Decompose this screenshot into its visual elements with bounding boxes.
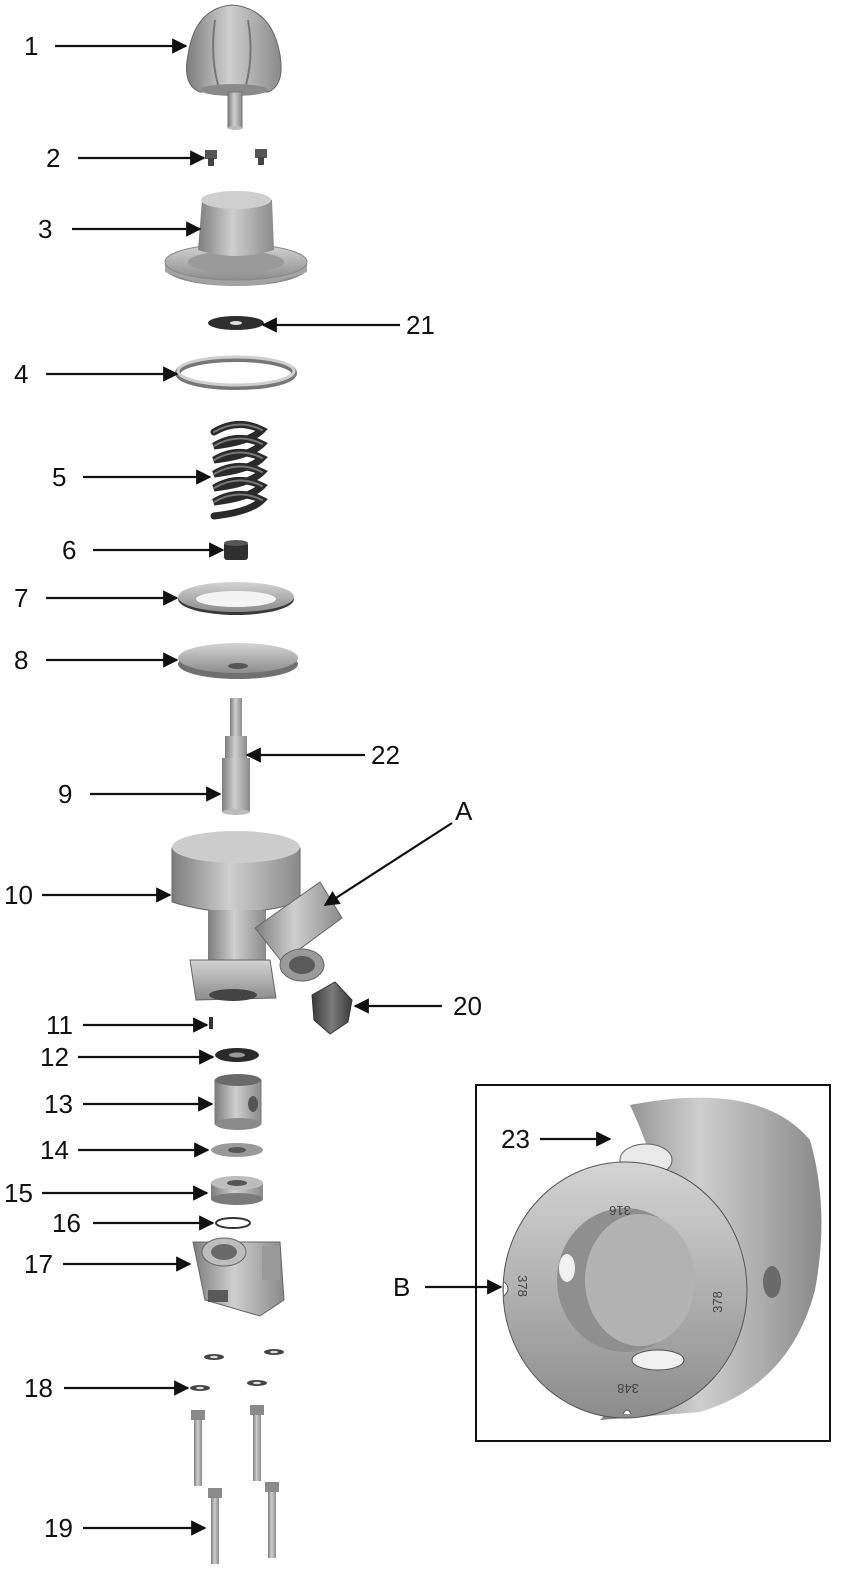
- marking-top: 316: [609, 1203, 631, 1218]
- part-7-ring: [178, 582, 294, 615]
- detail-inset: 316 378 378 348: [475, 1084, 831, 1442]
- callout-B: B: [393, 1272, 410, 1302]
- callout-6: 6: [62, 535, 76, 565]
- callout-8: 8: [14, 645, 28, 675]
- part-3-bonnet: [164, 191, 308, 286]
- callout-3: 3: [38, 214, 52, 244]
- marking-bottom: 348: [617, 1381, 639, 1396]
- part-11-pin: [209, 1017, 213, 1029]
- part-6-nut: [224, 540, 248, 560]
- callout-13: 13: [44, 1089, 73, 1119]
- part-17-lower-body: [192, 1237, 285, 1317]
- part-5-spring: [210, 421, 268, 520]
- callout-A: A: [455, 796, 473, 826]
- part-9-stem: [222, 698, 250, 815]
- part-4-ring: [175, 355, 297, 390]
- callout-15: 15: [4, 1178, 33, 1208]
- part-2-screws: [205, 149, 267, 166]
- callout-5: 5: [52, 462, 66, 492]
- callout-20: 20: [453, 991, 482, 1021]
- callout-22: 22: [371, 740, 400, 770]
- callout-17: 17: [24, 1249, 53, 1279]
- callout-14: 14: [40, 1135, 69, 1165]
- part-18-washers: [190, 1349, 284, 1391]
- callout-1: 1: [24, 31, 38, 61]
- callout-11: 11: [46, 1010, 73, 1040]
- callout-labels: 1 2 3 21 4 5 6 7 8 22 9 A 10 20 11 12 13…: [4, 31, 530, 1543]
- callout-18: 18: [24, 1373, 53, 1403]
- marking-left: 378: [515, 1275, 530, 1297]
- part-10-body: [171, 831, 343, 1001]
- callout-19: 19: [44, 1513, 73, 1543]
- part-1-knob: [186, 4, 282, 130]
- part-8-plate: [178, 643, 298, 679]
- part-21-washer: [208, 316, 264, 330]
- callout-9: 9: [58, 779, 72, 809]
- part-14-disc: [211, 1143, 263, 1157]
- marking-right: 378: [710, 1291, 725, 1313]
- part-19-bolts: [191, 1405, 279, 1564]
- callout-7: 7: [14, 583, 28, 613]
- callout-12: 12: [40, 1042, 69, 1072]
- part-12-seal: [215, 1048, 259, 1062]
- part-20-plug: [311, 981, 353, 1035]
- callout-4: 4: [14, 359, 28, 389]
- callout-23: 23: [501, 1124, 530, 1154]
- callout-10: 10: [4, 880, 33, 910]
- leader-lines: [42, 38, 612, 1536]
- part-15-seat: [211, 1176, 263, 1205]
- callout-21: 21: [406, 310, 435, 340]
- part-16-oring: [215, 1217, 251, 1229]
- part-13-cage: [214, 1074, 262, 1130]
- callout-16: 16: [52, 1208, 81, 1238]
- callout-2: 2: [46, 143, 60, 173]
